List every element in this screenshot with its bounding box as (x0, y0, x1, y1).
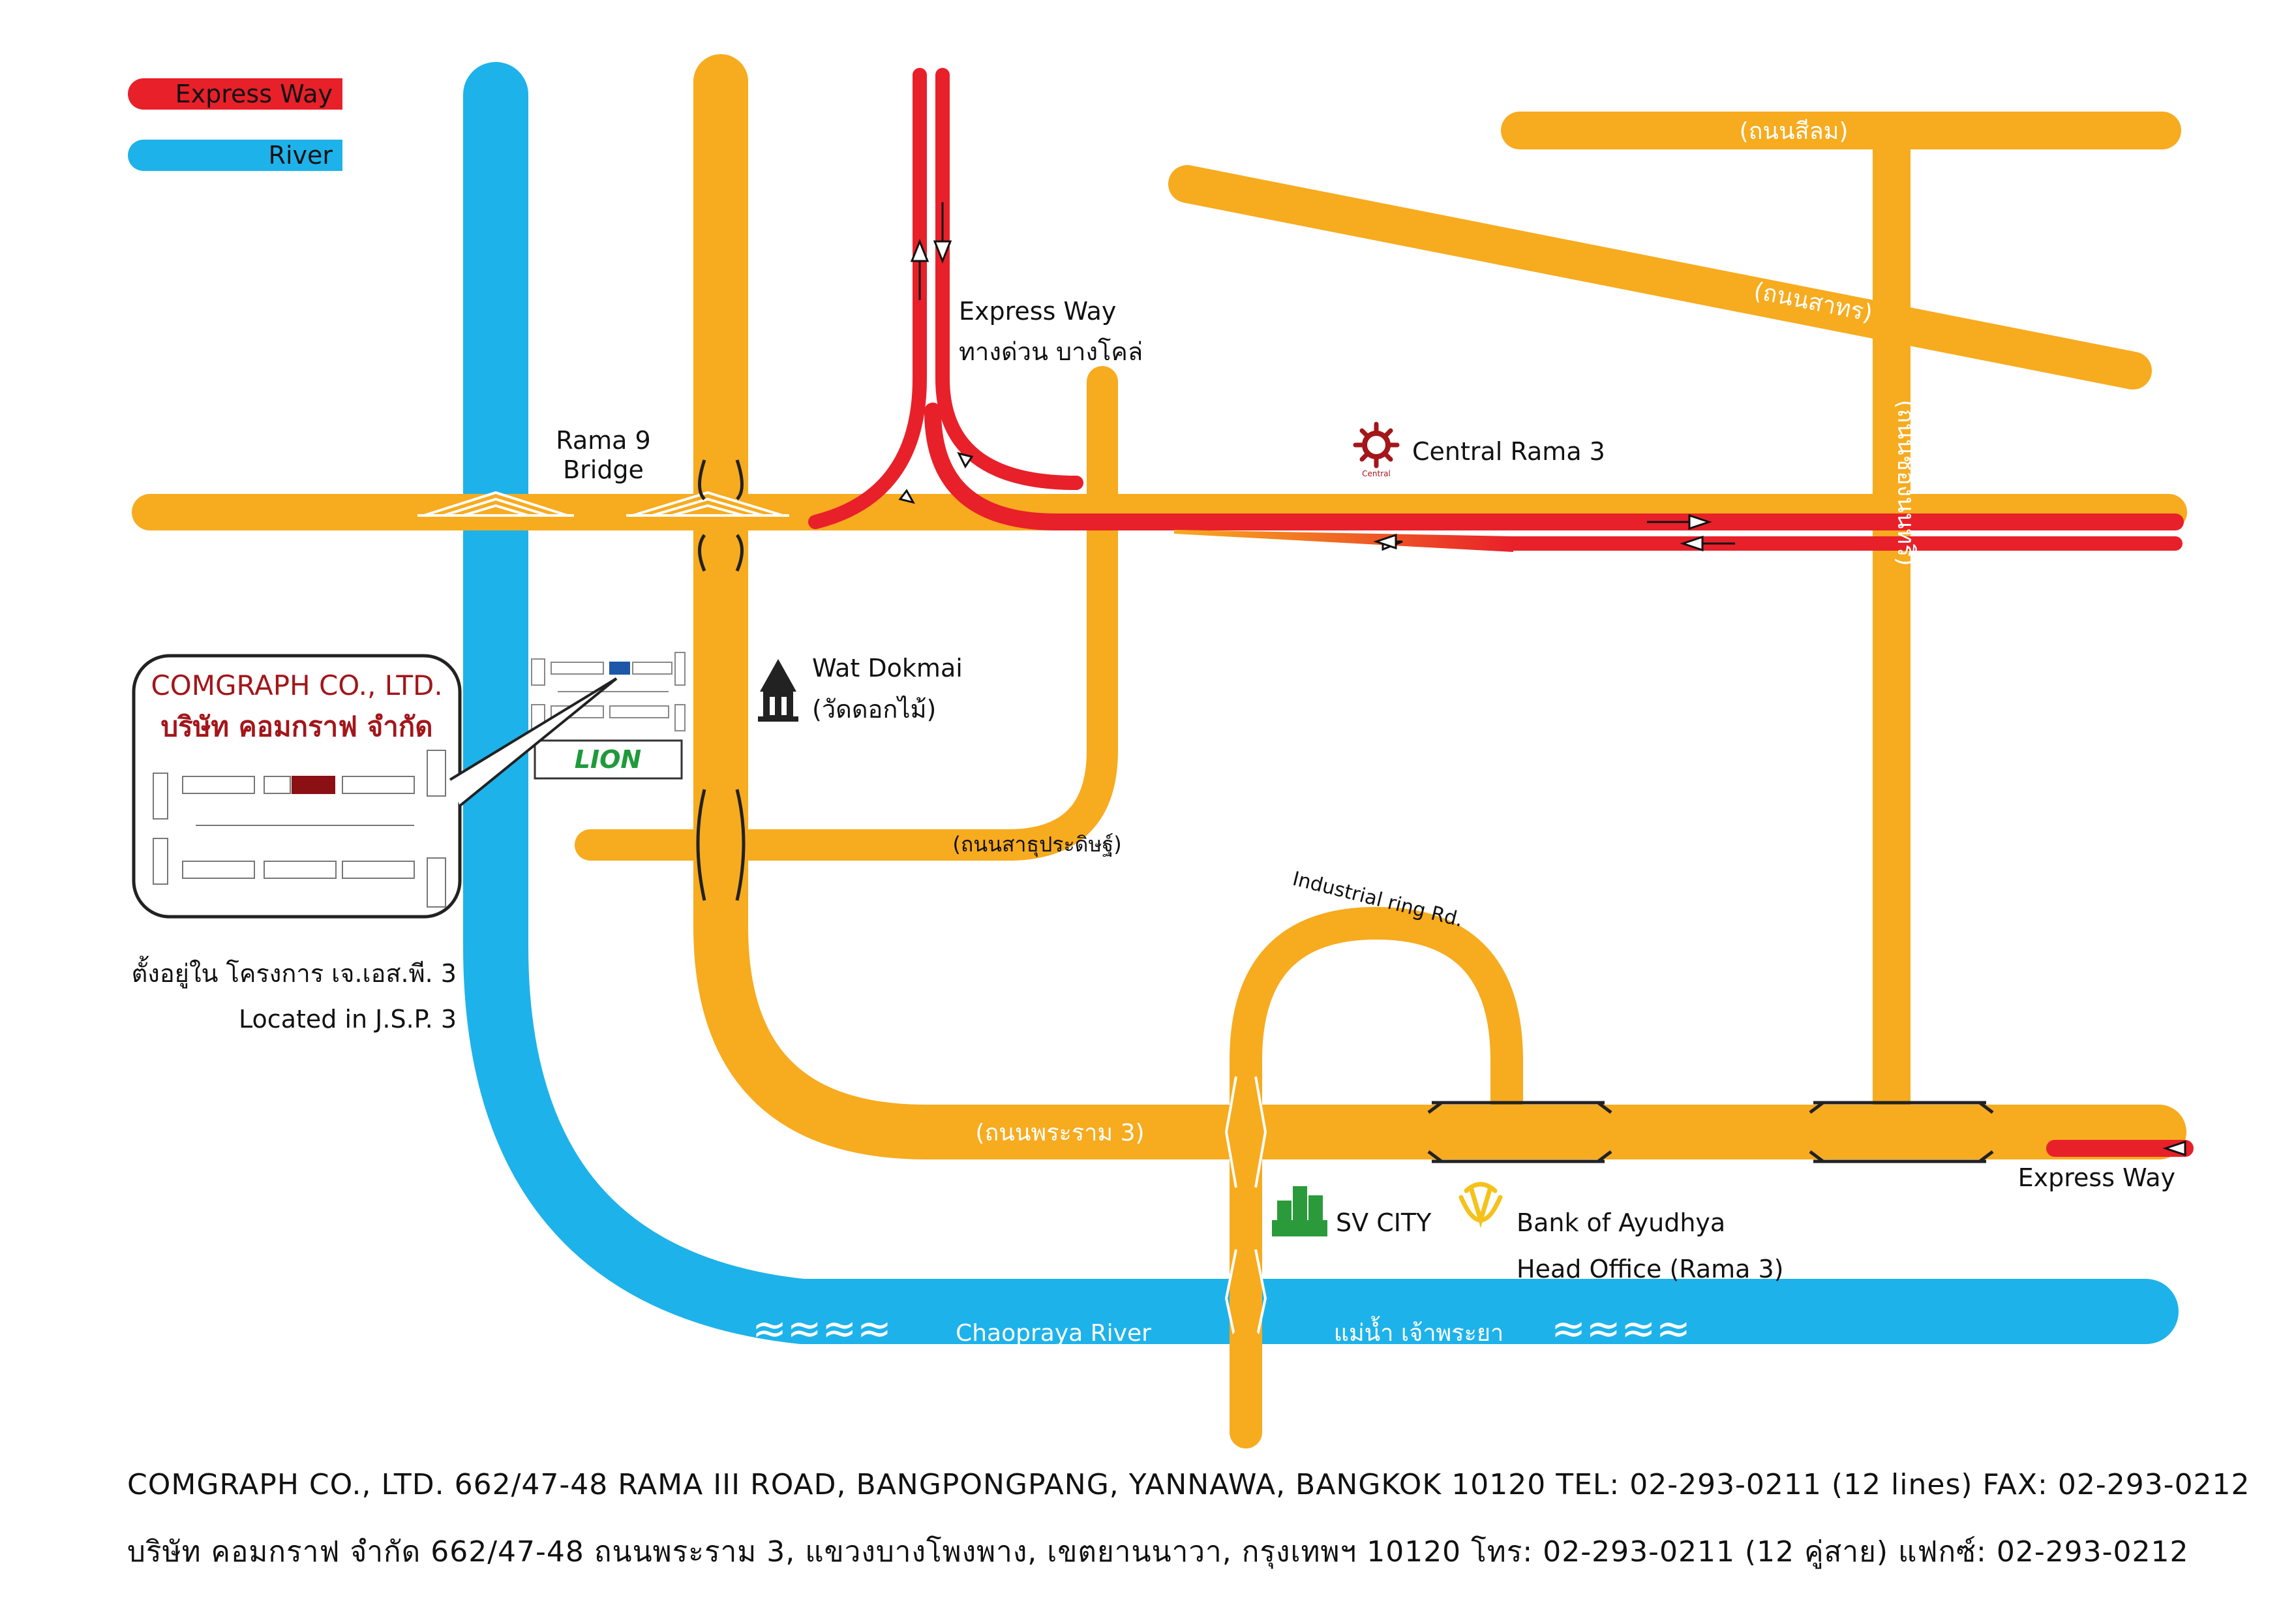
callout-company-en: COMGRAPH CO., LTD. (151, 669, 442, 701)
expressway-north-label-th: ทางด่วน บางโคล่ (959, 337, 1143, 366)
river-label-th: แม่น้ำ เจ้าพระยา (1334, 1315, 1504, 1347)
wat-dokmai-label-en: Wat Dokmai (812, 654, 963, 682)
legend-river-swatch (128, 140, 342, 171)
lion-label: LION (575, 745, 641, 774)
chaopraya-river (463, 62, 2179, 1344)
sv-city-icon (1272, 1186, 1327, 1236)
bank-ayudhya-label-line2: Head Office (Rama 3) (1517, 1255, 1784, 1283)
roads (132, 54, 2187, 1442)
legend-river-label: River (269, 141, 333, 170)
expressway-north-left (808, 68, 927, 529)
rama3-road-label: (ถนนพระราม 3) (975, 1120, 1144, 1146)
wat-dokmai-label-th: (วัดดอกไม้) (812, 695, 936, 724)
expressway-north-right (935, 68, 1083, 490)
river-waves-right: ≈≈≈≈ (1551, 1305, 1691, 1353)
located-label-th: ตั้งอยู่ใน โครงการ เจ.เอส.พี. 3 (132, 955, 457, 988)
expressway-north-label-en: Express Way (959, 297, 1116, 326)
nonsi-road-label: (ถนนช่องนนทรี) (1892, 399, 1919, 566)
rama3-road (693, 54, 2186, 1159)
temple-icon (758, 659, 798, 722)
rama9-bridge-label-line1: Rama 9 (556, 426, 650, 455)
sathupradit-road (575, 366, 1118, 861)
central-rama3-label: Central Rama 3 (1412, 437, 1605, 466)
located-label-en: Located in J.S.P. 3 (239, 1005, 457, 1034)
bank-ayudhya-label-line1: Bank of Ayudhya (1517, 1208, 1725, 1237)
expressway-merge-gradient (1174, 530, 1513, 552)
lion-sign: LION (534, 739, 683, 780)
river-label-en: Chaopraya River (956, 1320, 1151, 1347)
rama9-bridge-label-line2: Bridge (563, 455, 644, 484)
river-waves-left: ≈≈≈≈ (752, 1305, 892, 1353)
sathorn-road (1168, 165, 2152, 390)
jsp3-mini-plan (531, 652, 686, 731)
industrial-ring-bridge (1224, 1076, 1267, 1345)
legend-expressway-label: Express Way (175, 80, 333, 108)
silom-road-label: (ถนนสีลม) (1740, 118, 1849, 145)
sathupradit-road-label: (ถนนสาธุประดิษฐ์) (952, 832, 1121, 857)
expressway-southeast-label: Express Way (2018, 1163, 2175, 1192)
svg-text:Central: Central (1362, 469, 1391, 478)
legend-expressway-swatch (128, 78, 342, 110)
sv-city-label: SV CITY (1336, 1208, 1432, 1237)
expressway-curve-east (924, 403, 2184, 530)
central-logo-icon: Central (1353, 421, 1400, 478)
legend: Express Way River (128, 78, 342, 171)
footer-address-en: COMGRAPH CO., LTD. 662/47-48 RAMA III RO… (127, 1468, 2250, 1501)
industrial-ring-road (1230, 907, 1523, 1442)
footer-address-th: บริษัท คอมกราฟ จำกัด 662/47-48 ถนนพระราม… (127, 1535, 2189, 1569)
callout-building-plan (153, 750, 446, 908)
callout-company-th: บริษัท คอมกราฟ จำกัด (160, 711, 432, 743)
bank-ayudhya-icon (1458, 1182, 1503, 1229)
company-callout: COMGRAPH CO., LTD. บริษัท คอมกราฟ จำกัด (132, 654, 618, 919)
expressway-arrows (898, 202, 2186, 1157)
rama9-bridge (417, 491, 789, 517)
bridge-markers (696, 459, 1994, 1163)
